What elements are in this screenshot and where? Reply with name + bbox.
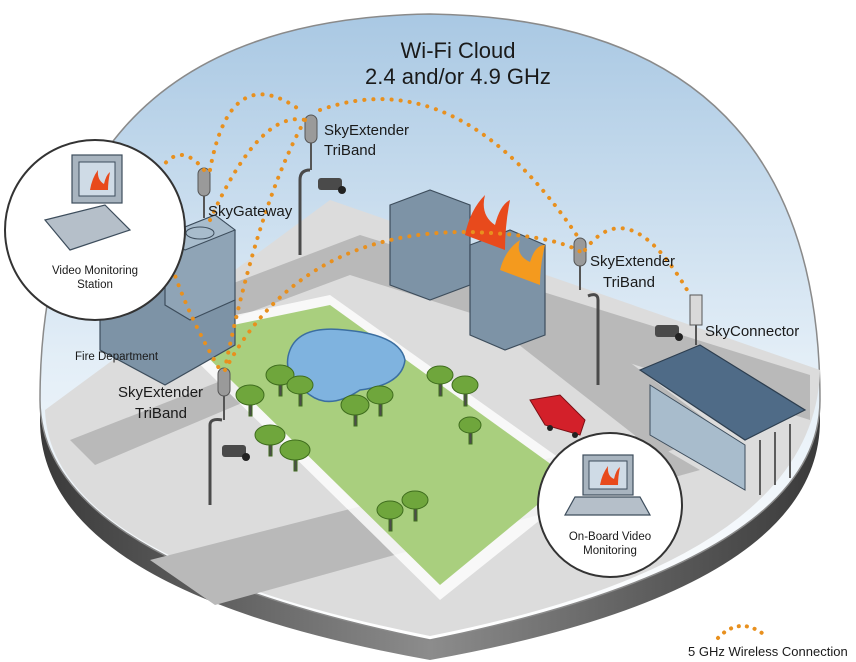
onboard-video-monitoring: On-Board Video Monitoring [537, 432, 683, 578]
tree-icon [340, 394, 370, 427]
wireless-links [156, 92, 692, 372]
antenna-icon [217, 367, 231, 420]
trees [235, 364, 482, 532]
skyconnector-label: SkyConnector [705, 323, 799, 340]
legend: 5 GHz Wireless Connection [688, 624, 848, 659]
antenna-pole-top [298, 168, 311, 255]
tree-icon [451, 375, 479, 407]
road-back [110, 235, 810, 420]
title-line1: Wi-Fi Cloud [401, 38, 516, 63]
skyconnector-building [638, 344, 807, 495]
skyextender-left-label-line2: TriBand [135, 405, 187, 422]
tree-icon [286, 375, 314, 407]
laptop-icon [563, 454, 652, 516]
fire-department-label: Fire Department [75, 351, 159, 363]
tree-icon [401, 490, 429, 522]
svg-text:Monitoring: Monitoring [583, 545, 637, 557]
skyconnector-antenna [689, 294, 703, 345]
monitor-icon [43, 154, 132, 251]
skyextender-top-label-line1: SkyExtender [324, 122, 409, 139]
tree-icon [235, 384, 265, 417]
antenna-pole-right [587, 293, 600, 385]
fire-icon [600, 466, 620, 485]
fire-icon [90, 170, 110, 190]
fire-truck-icon [529, 394, 586, 438]
svg-text:On-Board Video: On-Board Video [569, 531, 651, 543]
tree-icon [366, 385, 394, 417]
video-station-label-line1: Video Monitoring [52, 265, 138, 277]
antenna-icon [304, 114, 318, 170]
camera-icon [318, 178, 346, 194]
svg-text:Station: Station [77, 279, 113, 291]
tree-icon [279, 439, 311, 472]
fire-icon [465, 195, 510, 250]
svg-text:Video Monitoring: Video Monitoring [52, 265, 138, 277]
video-monitoring-station: Video Monitoring Station [4, 139, 186, 321]
onboard-label-line2: Monitoring [583, 545, 637, 557]
skyextender-right-label-line2: TriBand [603, 274, 655, 291]
camera-icon [222, 445, 250, 461]
video-station-label-line2: Station [77, 279, 113, 291]
pond [286, 328, 406, 403]
tree-icon [376, 500, 404, 532]
title-line2: 2.4 and/or 4.9 GHz [365, 64, 551, 89]
skygateway-label: SkyGateway [208, 203, 293, 220]
onboard-label-line1: On-Board Video [569, 531, 651, 543]
fire-icon [500, 240, 545, 285]
legend-label: 5 GHz Wireless Connection [688, 644, 848, 659]
tree-icon [458, 416, 482, 445]
tree-icon [254, 424, 286, 457]
legend-link-sample [716, 624, 768, 640]
tree-icon [426, 365, 454, 397]
skyextender-top-label-line2: TriBand [324, 142, 376, 159]
antenna-pole-left [208, 418, 223, 505]
tree-icon [265, 364, 295, 397]
camera-icon [655, 325, 683, 341]
skyextender-left-label-line1: SkyExtender [118, 384, 203, 401]
skyextender-right-label-line1: SkyExtender [590, 253, 675, 270]
burning-buildings [389, 189, 546, 351]
